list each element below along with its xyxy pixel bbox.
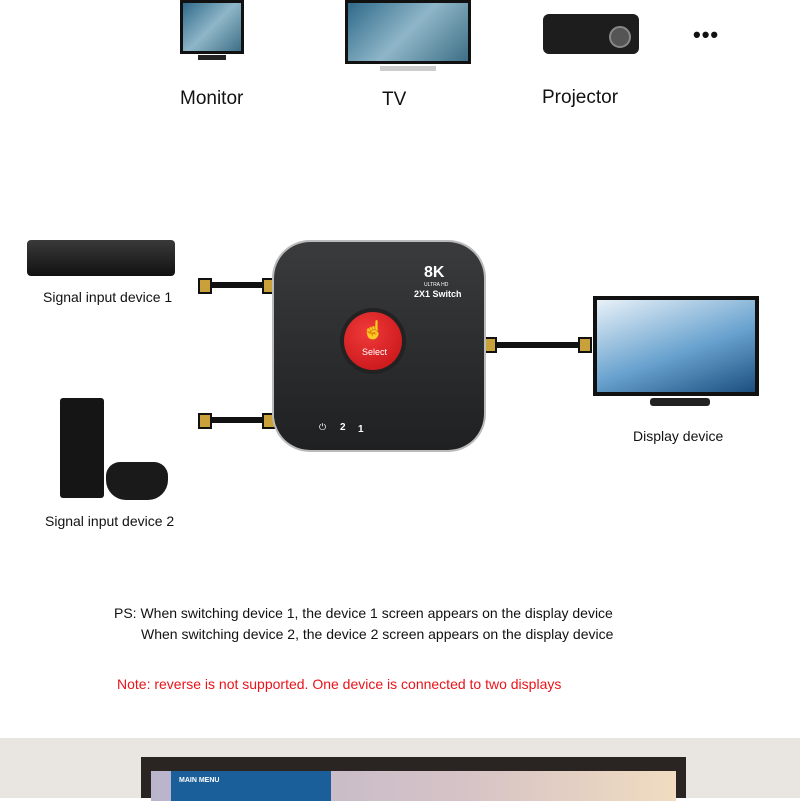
main-menu-panel: MAIN MENU bbox=[171, 771, 331, 801]
hdmi-cable-input-2 bbox=[205, 417, 267, 423]
select-button-label: Select bbox=[362, 347, 388, 357]
projector-icon bbox=[543, 14, 639, 54]
brand-subtitle: ULTRA HD bbox=[424, 282, 449, 288]
display-stand bbox=[650, 398, 710, 406]
brand-logo: 8K bbox=[424, 264, 445, 281]
power-icon: ⏻ bbox=[319, 422, 327, 432]
monitor-label: Monitor bbox=[180, 88, 244, 109]
tv-stand bbox=[380, 66, 436, 71]
tv-icon bbox=[345, 0, 471, 64]
warning-note: Note: reverse is not supported. One devi… bbox=[117, 676, 562, 692]
gamepad-icon bbox=[106, 462, 168, 500]
port-1-indicator: 1 bbox=[358, 424, 364, 435]
port-2-indicator: 2 bbox=[340, 422, 346, 433]
game-console-icon bbox=[60, 398, 104, 498]
monitor-icon bbox=[180, 0, 244, 54]
select-button[interactable]: ☝ Select bbox=[344, 312, 402, 370]
display-device-icon bbox=[593, 296, 759, 396]
more-dots-icon: ••• bbox=[693, 22, 720, 47]
hdmi-cable-output bbox=[490, 342, 586, 348]
main-menu-title: MAIN MENU bbox=[179, 777, 220, 784]
hdmi-cable-input-1 bbox=[205, 282, 267, 288]
tv-label: TV bbox=[382, 89, 407, 110]
input-device-1-label: Signal input device 1 bbox=[43, 289, 173, 305]
ps-note-line-1: PS: When switching device 1, the device … bbox=[114, 605, 613, 621]
input-device-2-label: Signal input device 2 bbox=[45, 513, 175, 529]
hdmi-switch: 8K ULTRA HD 2X1 Switch ☝ Select ⏻ 2 1 bbox=[274, 242, 484, 450]
projector-label: Projector bbox=[542, 87, 619, 108]
display-device-label: Display device bbox=[633, 428, 724, 444]
hand-icon: ☝ bbox=[362, 320, 385, 340]
tv-frame: MAIN MENU bbox=[141, 757, 686, 801]
bluray-player-icon bbox=[27, 240, 175, 276]
ps-note-line-2: When switching device 2, the device 2 sc… bbox=[141, 626, 614, 642]
model-label: 2X1 Switch bbox=[414, 289, 462, 299]
monitor-stand bbox=[198, 55, 226, 60]
